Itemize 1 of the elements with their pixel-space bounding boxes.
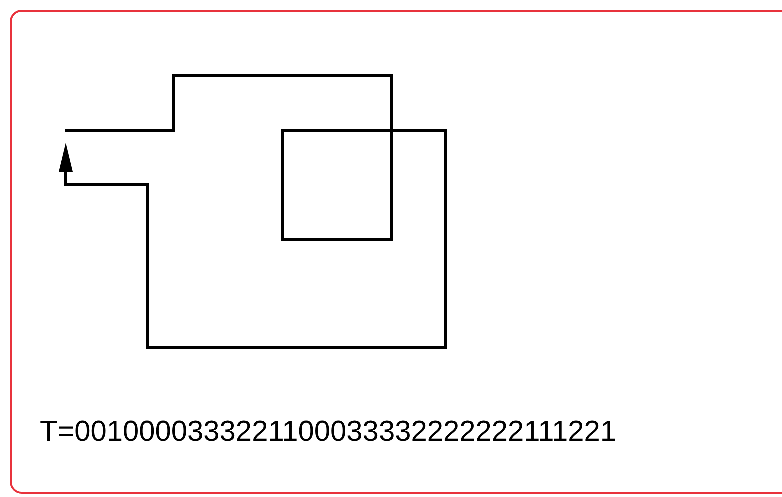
chain-code-text: T=0010000333221100033332222222111221 xyxy=(40,416,617,449)
